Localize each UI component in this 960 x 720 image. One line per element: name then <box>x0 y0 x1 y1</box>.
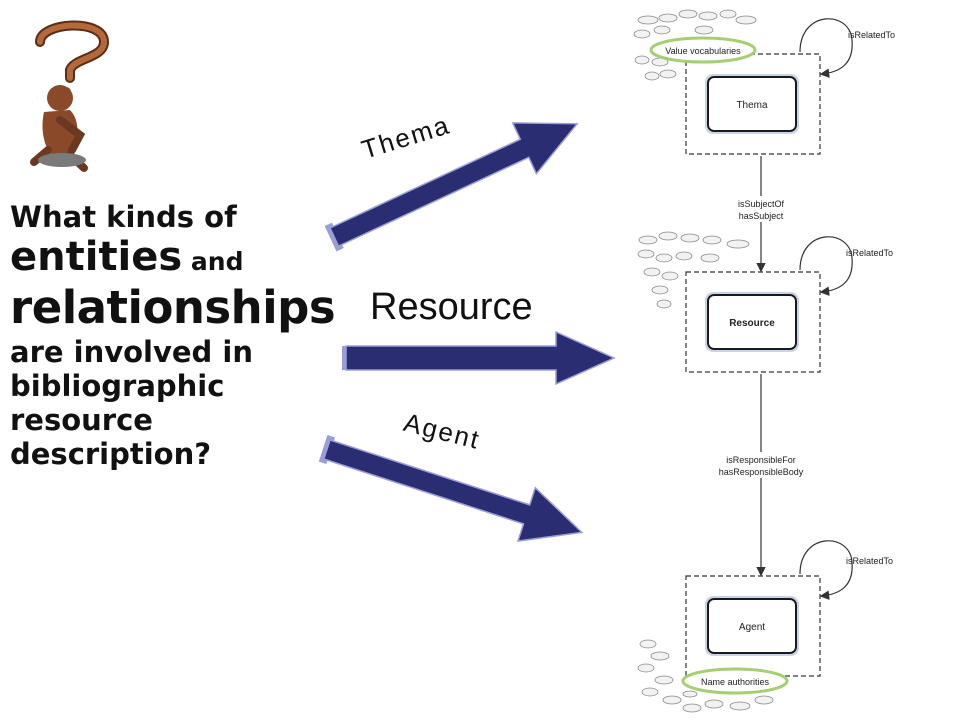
resource-box <box>707 294 797 350</box>
self-loop-mid <box>799 236 853 296</box>
question-line: resource <box>10 402 153 437</box>
question-line: bibliographic <box>10 368 225 403</box>
agent-arrow <box>318 434 584 542</box>
self-loop-top <box>799 18 853 78</box>
vocab-cluster-mid <box>637 231 750 309</box>
resource-arrow-label: Resource <box>370 286 533 328</box>
agent-box <box>707 598 797 654</box>
name-auth-ring <box>681 667 789 695</box>
resource-box-label: Resource <box>729 318 775 329</box>
value-vocab-label: Value vocabularies <box>665 46 741 56</box>
subject-label-1: isSubjectOf <box>738 199 785 209</box>
thema-box-label: Thema <box>736 100 768 111</box>
thinking-figure-icon <box>30 20 110 172</box>
value-vocab-ring <box>649 36 757 64</box>
question-text: What kinds of entities and relationships… <box>10 200 340 471</box>
question-line: are involved in <box>10 334 254 369</box>
question-word: and <box>182 247 244 277</box>
question-line: description? <box>10 437 212 472</box>
agent-box-label: Agent <box>739 622 765 633</box>
authority-cluster-bottom <box>637 639 774 713</box>
question-line: entities and <box>10 234 340 281</box>
thema-box <box>707 76 797 132</box>
name-auth-label: Name authorities <box>701 677 770 687</box>
self-loop-bottom <box>799 540 853 600</box>
resp-label-1: isResponsibleFor <box>726 455 796 465</box>
question-line: What kinds of <box>10 200 237 234</box>
rel-label-mid: isRelatedTo <box>846 248 893 258</box>
resp-label-2: hasResponsibleBody <box>719 467 804 477</box>
resource-container <box>685 271 821 373</box>
rel-label-top: isRelatedTo <box>848 30 895 40</box>
resource-arrow <box>342 330 616 386</box>
rel-label-bottom: isRelatedTo <box>846 556 893 566</box>
thema-arrow <box>324 122 579 252</box>
emphasis-entities: entities <box>10 234 183 281</box>
emphasis-relationships: relationships <box>10 281 336 335</box>
vocab-cluster-top <box>633 9 757 81</box>
subject-label-2: hasSubject <box>739 211 784 221</box>
